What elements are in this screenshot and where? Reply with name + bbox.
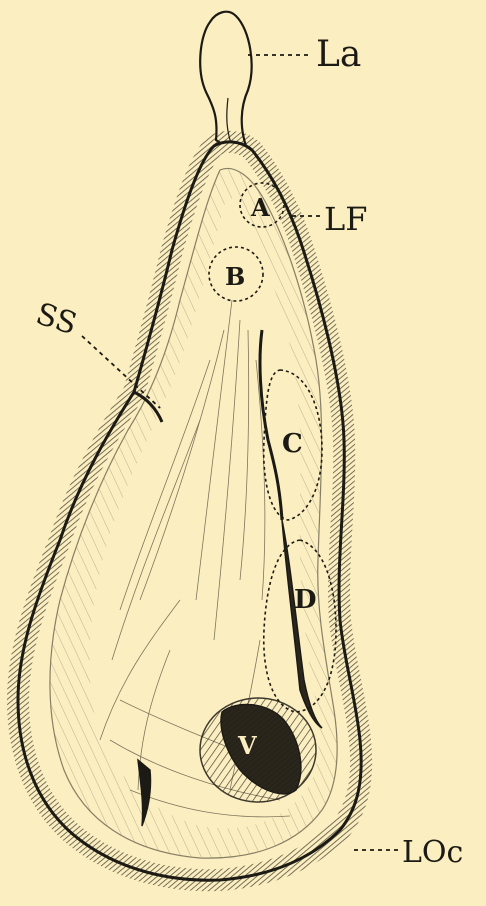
label-b: B xyxy=(225,262,245,291)
label-v: V xyxy=(237,731,257,760)
ventricle xyxy=(200,698,316,802)
label-c: C xyxy=(282,429,303,459)
label-ss: SS xyxy=(32,296,81,342)
label-d: D xyxy=(294,585,317,615)
label-loc: LOc xyxy=(402,835,463,870)
label-a: A xyxy=(250,193,270,222)
olfactory-lobe xyxy=(200,12,251,148)
label-la: La xyxy=(316,34,361,75)
label-lf: LF xyxy=(324,200,367,238)
